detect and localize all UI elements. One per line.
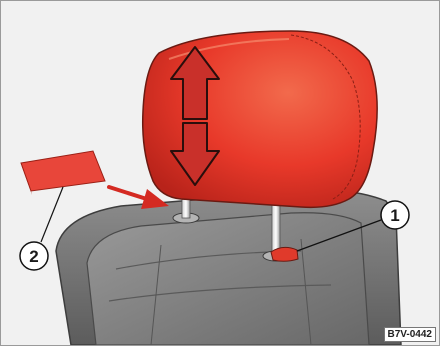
release-button: [271, 247, 298, 261]
reference-code: B7V-0442: [384, 327, 436, 342]
callout-2-label: 2: [29, 247, 38, 266]
seat-backrest: [56, 190, 401, 345]
headrest: [143, 31, 377, 207]
callout-1-label: 1: [390, 206, 399, 225]
